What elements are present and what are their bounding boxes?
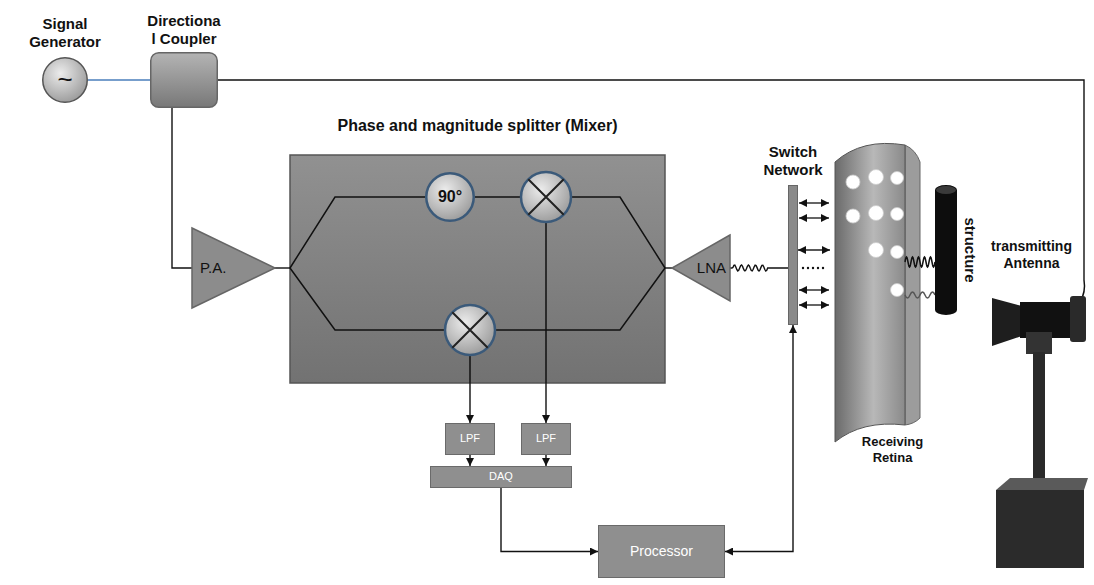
retina-surface (835, 143, 920, 442)
switch-network-outline (788, 185, 798, 325)
switch-network: Switch Network (788, 185, 798, 325)
node-label: LPF (460, 432, 480, 445)
signal-line (469, 455, 470, 466)
node-label: 90° (438, 187, 462, 206)
signal-line (545, 455, 546, 466)
signal-line (469, 383, 470, 423)
mixer-symbol (521, 172, 571, 222)
signal-line (88, 79, 150, 80)
mixer-housing (290, 155, 665, 383)
node-heading: Receiving Retina (848, 434, 938, 465)
mixer-box: 90°Phase and magnitude splitter (Mixer) (290, 155, 665, 383)
signal-line (798, 249, 830, 250)
phase-shifter: 90° (425, 172, 475, 222)
link-arrows (799, 203, 829, 305)
node-heading: Directiona l Coupler (145, 12, 223, 48)
low-noise-amplifier: LNA (672, 235, 730, 301)
receiving-retina: Receiving Retina (830, 140, 905, 430)
node-heading: structure (961, 217, 979, 282)
processor-box: Processor (598, 525, 725, 578)
node-label: LPF (536, 432, 556, 445)
daq-box: DAQ (430, 466, 572, 488)
spring (905, 292, 935, 298)
filter-box: LPF (445, 423, 495, 455)
node-label: DAQ (489, 470, 513, 483)
filter-box: LPF (521, 423, 571, 455)
signal-line (545, 383, 546, 423)
signal-line (172, 108, 192, 268)
node-heading: Phase and magnitude splitter (Mixer) (290, 116, 665, 135)
signal-generator: Signal Generator~ (42, 57, 88, 103)
directional-coupler-outline (150, 52, 218, 108)
node-heading: Switch Network (753, 143, 833, 179)
transmitting-antenna: transmitting Antenna (985, 280, 1088, 572)
node-label: Processor (630, 543, 693, 560)
structure-cylinder: structure (935, 185, 957, 315)
node-heading: transmitting Antenna (977, 238, 1087, 272)
node-label: LNA (697, 259, 726, 277)
power-amplifier: P.A. (192, 228, 275, 308)
node-heading: Signal Generator (23, 15, 107, 51)
structure-cylinder-outline (935, 185, 957, 315)
mixer-wiring (290, 197, 665, 383)
signal-line (725, 325, 793, 552)
antenna-illustration (992, 280, 1088, 568)
coil-connector (730, 265, 788, 271)
signal-line (501, 488, 598, 552)
signal-line (275, 267, 290, 268)
mixer-symbol (445, 305, 495, 355)
coil-connector (905, 257, 935, 267)
directional-coupler: Directiona l Coupler (150, 52, 218, 108)
wave-symbol: ~ (57, 64, 72, 95)
node-label: P.A. (200, 259, 226, 277)
ellipsis-dots (802, 267, 824, 269)
